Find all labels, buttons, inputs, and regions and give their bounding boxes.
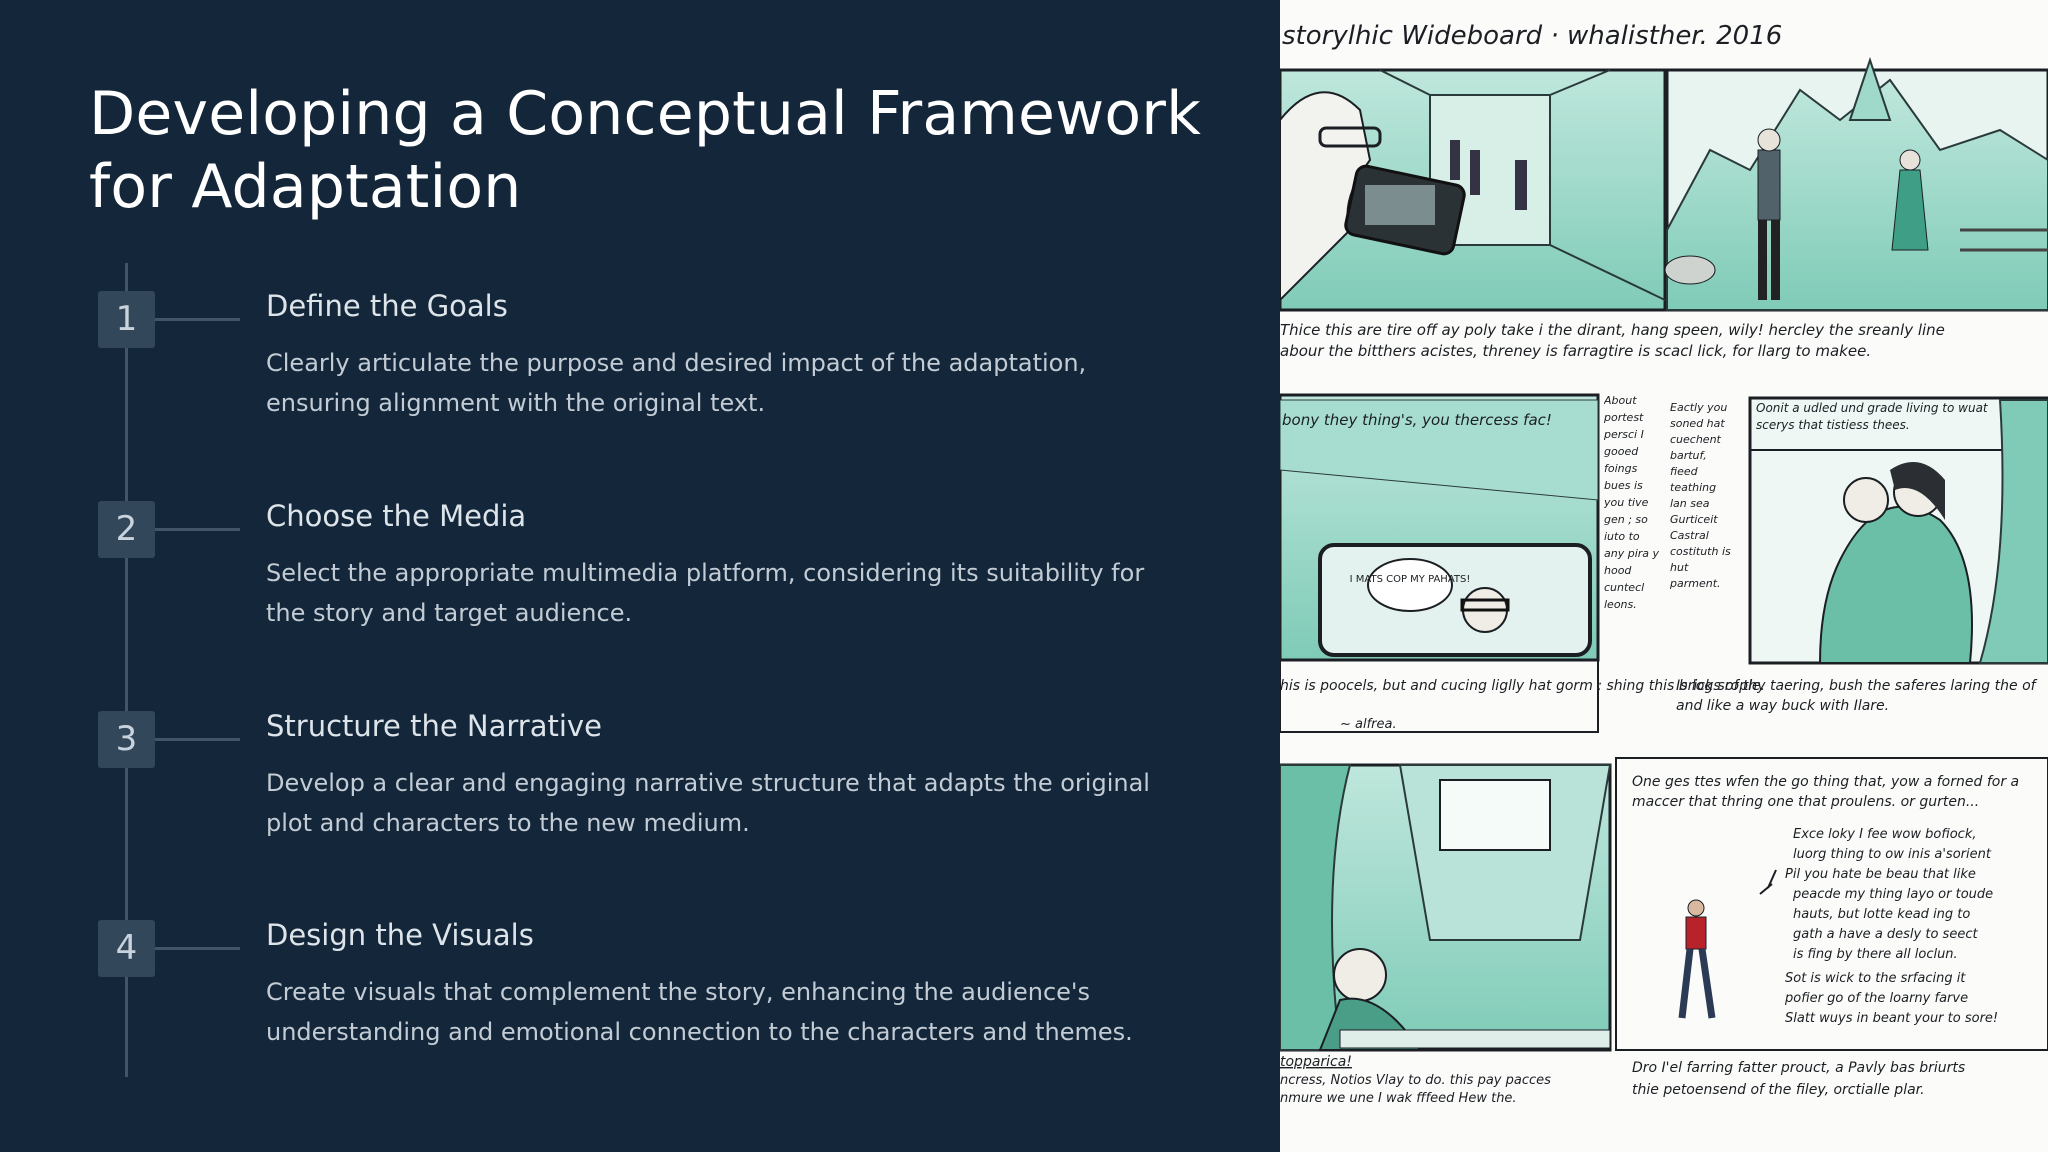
caption-2b: ~ alfrea. — [1340, 717, 1397, 732]
panel-5 — [1280, 763, 1612, 1052]
storyboard-sketch: storylhic Wideboard · whalisther. 2016 — [1280, 21, 2048, 1106]
caption-3: Oonit a udled und grade living to wuat s… — [1756, 401, 1988, 432]
caption-2: his is poocels, but and cucing liglly ha… — [1280, 678, 1765, 694]
note-line: Slatt wuys in beant your to sore! — [1785, 1011, 1998, 1026]
note-line: Pil you hate be beau that like — [1785, 867, 1976, 882]
step-connector — [155, 528, 240, 531]
note-line: hauts, but lotte kead ing to — [1793, 907, 1970, 922]
step-heading: Design the Visuals — [266, 918, 534, 952]
caption-1: Thice this are tire off ay poly take i t… — [1280, 321, 1945, 339]
caption-7: Dro I'el farring fatter prouct, a Pavly … — [1632, 1060, 1965, 1076]
step-number-badge: 2 — [98, 501, 155, 558]
step-number-badge: 3 — [98, 711, 155, 768]
speech-bubble-3: I MATS COP MY PAHATS! — [1350, 574, 1471, 585]
storyboard-header: storylhic Wideboard · whalisther. 2016 — [1282, 21, 1782, 51]
step-number-badge: 1 — [98, 291, 155, 348]
step-heading: Define the Goals — [266, 289, 508, 323]
step-design-visuals: 4 Design the Visuals Create visuals that… — [0, 918, 1280, 1120]
notes-list: Exce loky I fee wow bofiock, luorg thing… — [1784, 827, 1998, 1026]
panel-1 — [1280, 68, 1667, 312]
content-panel: Developing a Conceptual Framework for Ad… — [0, 78, 1280, 1120]
panel-2 — [1664, 56, 2048, 312]
step-description: Select the appropriate multimedia platfo… — [266, 559, 1145, 627]
bubble-text-3: bony they thing's, you thercess fac! — [1282, 411, 1552, 429]
step-description: Clearly articulate the purpose and desir… — [266, 349, 1087, 417]
caption-7b: thie petoensend of the filey, orctialle … — [1632, 1082, 1925, 1098]
note-line: gath a have a desly to seect — [1793, 927, 1978, 942]
step-heading: Structure the Narrative — [266, 709, 602, 743]
caption-6b: ncress, Notios Vlay to do. this pay pacc… — [1280, 1073, 1551, 1088]
note-line: luorg thing to ow inis a'sorient — [1793, 847, 1992, 862]
note-line: Exce loky I fee wow bofiock, — [1793, 827, 1977, 842]
caption-4: Is logs of thy taering, bush the saferes… — [1676, 678, 2036, 714]
step-connector — [155, 738, 240, 741]
step-connector — [155, 318, 240, 321]
note-line: is fing by there all loclun. — [1793, 947, 1958, 962]
timeline-line — [125, 263, 128, 1077]
note-line: Sot is wick to the srfacing it — [1785, 971, 1966, 986]
step-choose-media: 2 Choose the Media Select the appropriat… — [0, 499, 1280, 701]
panel-4: Oonit a udled und grade living to wuat s… — [1748, 396, 2048, 665]
title-line-2: for Adaptation — [89, 152, 522, 222]
step-description: Develop a clear and engaging narrative s… — [266, 769, 1150, 837]
storyboard-image: storylhic Wideboard · whalisther. 2016 — [1280, 0, 2048, 1152]
caption-1b: abour the bitthers acistes, threney is f… — [1280, 342, 1871, 360]
page-title: Developing a Conceptual Framework for Ad… — [89, 78, 1239, 224]
step-number-badge: 4 — [98, 920, 155, 977]
panel-6: One ges ttes wfen the go thing that, yow… — [1615, 757, 2048, 1051]
caption-6: topparica! — [1280, 1054, 1352, 1070]
step-connector — [155, 947, 240, 950]
step-description: Create visuals that complement the story… — [266, 978, 1133, 1046]
step-define-goals: 1 Define the Goals Clearly articulate th… — [0, 289, 1280, 491]
caption-5: One ges ttes wfen the go thing that, yow… — [1632, 774, 2020, 810]
title-line-1: Developing a Conceptual Framework — [89, 79, 1202, 149]
step-heading: Choose the Media — [266, 499, 527, 533]
note-line: peacde my thing layo or toude — [1792, 887, 1993, 902]
text-column-b: Eactly you soned hat cuechent bartuf, fi… — [1670, 401, 1731, 590]
panel-3: I MATS COP MY PAHATS! bony they thing's,… — [1280, 393, 1600, 662]
text-column-a: About portest persci I gooed foings bues… — [1604, 394, 1660, 611]
step-structure-narrative: 3 Structure the Narrative Develop a clea… — [0, 709, 1280, 911]
caption-6c: nmure we une I wak fffeed Hew the. — [1280, 1091, 1517, 1106]
note-line: pofier go of the loarny farve — [1784, 991, 1968, 1006]
